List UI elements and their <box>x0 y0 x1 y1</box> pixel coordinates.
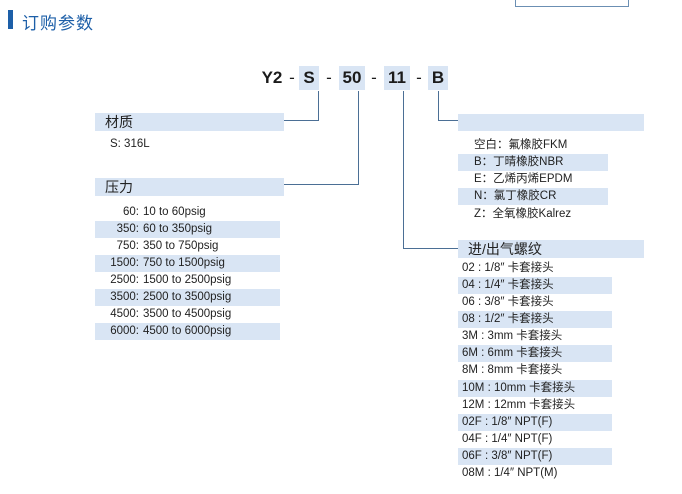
pressure-row: 2500: 1500 to 2500psig <box>95 272 280 289</box>
pressure-row: 750: 350 to 750psig <box>95 238 280 255</box>
code-dash-3: - <box>371 68 377 87</box>
pressure-range: 10 to 60psig <box>143 206 206 218</box>
pressure-row: 3500: 2500 to 3500psig <box>95 289 280 306</box>
connector-pressure-v <box>358 91 359 185</box>
thread-row: 6M : 6mm 卡套接头 <box>458 345 612 362</box>
pressure-code: 6000: <box>110 325 139 337</box>
thread-row: 06 : 3/8″ 卡套接头 <box>462 296 554 308</box>
pressure-code: 750: <box>116 240 139 252</box>
code-seal: B <box>428 66 448 90</box>
dimension-marker: 50 <box>515 0 629 7</box>
thread-row: 06F : 3/8″ NPT(F) <box>458 448 612 465</box>
connector-thread-h <box>403 248 459 249</box>
pressure-row: 6000: 4500 to 6000psig <box>95 323 280 340</box>
pressure-code: 60: <box>123 206 139 218</box>
pressure-range: 2500 to 3500psig <box>143 291 232 303</box>
pressure-range: 750 to 1500psig <box>143 257 225 269</box>
title-accent-bar <box>8 10 13 29</box>
pressure-code: 2500: <box>110 274 139 286</box>
thread-heading: 进/出气螺纹 <box>458 240 644 258</box>
thread-row: 02F : 1/8″ NPT(F) <box>458 414 612 431</box>
thread-row: 8M : 8mm 卡套接头 <box>462 364 563 376</box>
pressure-row: 1500: 750 to 1500psig <box>95 255 280 272</box>
code-thread: 11 <box>384 66 410 90</box>
pressure-code: 4500: <box>110 308 139 320</box>
pressure-code: 1500: <box>110 257 139 269</box>
code-pressure: 50 <box>339 66 365 90</box>
connector-material-v <box>318 91 319 121</box>
seal-row: B：丁晴橡胶NBR <box>458 154 608 171</box>
thread-row: 04 : 1/4″ 卡套接头 <box>458 277 612 294</box>
thread-row: 12M : 12mm 卡套接头 <box>462 399 576 411</box>
seal-row: E：乙烯丙烯EPDM <box>474 173 573 185</box>
connector-pressure-h <box>284 184 359 185</box>
seal-row: 空白：氟橡胶FKM <box>474 139 568 151</box>
thread-row: 04F : 1/4″ NPT(F) <box>462 433 553 445</box>
seal-row: N：氯丁橡胶CR <box>458 188 608 205</box>
pressure-code: 3500: <box>110 291 139 303</box>
seal-heading-band <box>458 114 644 131</box>
pressure-code: 350: <box>116 223 139 235</box>
pressure-row: 4500: 3500 to 4500psig <box>95 306 280 323</box>
pressure-range: 350 to 750psig <box>143 240 219 252</box>
code-material: S <box>299 66 319 90</box>
connector-material-h <box>284 120 319 121</box>
pressure-range: 4500 to 6000psig <box>143 325 232 337</box>
thread-row: 08M : 1/4″ NPT(M) <box>462 467 558 479</box>
pressure-row: 60: 10 to 60psig <box>95 204 280 221</box>
material-heading: 材质 <box>95 113 284 131</box>
code-dash-1: - <box>289 68 295 87</box>
pressure-heading: 压力 <box>95 178 284 196</box>
material-value: S: 316L <box>110 138 150 150</box>
thread-row: 3M : 3mm 卡套接头 <box>462 330 563 342</box>
thread-row: 08 : 1/2″ 卡套接头 <box>458 311 612 328</box>
pressure-range: 1500 to 2500psig <box>143 274 232 286</box>
pressure-row: 350: 60 to 350psig <box>95 221 280 238</box>
thread-row: 02 : 1/8″ 卡套接头 <box>462 262 554 274</box>
thread-row: 10M : 10mm 卡套接头 <box>458 380 612 397</box>
pressure-range: 3500 to 4500psig <box>143 308 232 320</box>
connector-seal-v <box>438 91 439 121</box>
dimension-label: 50 <box>516 0 628 2</box>
seal-row: Z：全氧橡胶Kalrez <box>474 208 572 220</box>
pressure-range: 60 to 350psig <box>143 223 213 235</box>
code-dash-4: - <box>416 68 422 87</box>
code-dash-2: - <box>326 68 332 87</box>
connector-seal-h <box>438 120 458 121</box>
page-title: 订购参数 <box>22 14 94 33</box>
connector-thread-v <box>403 91 404 249</box>
code-prefix: Y2 <box>261 68 283 87</box>
